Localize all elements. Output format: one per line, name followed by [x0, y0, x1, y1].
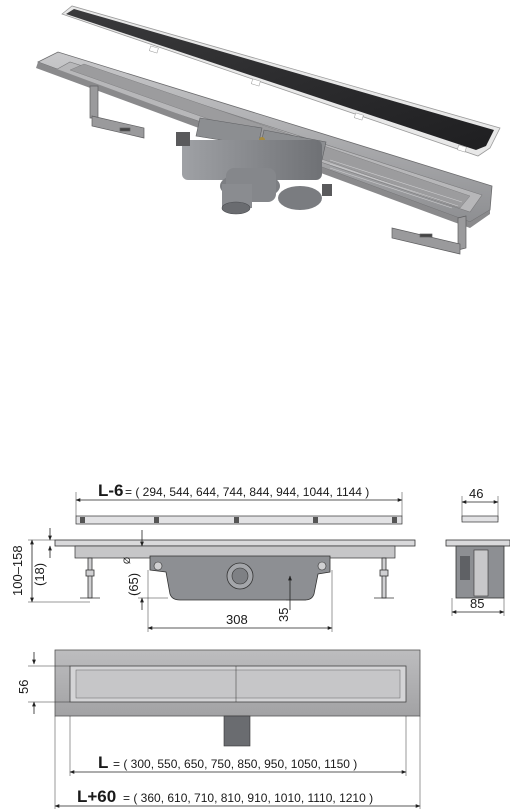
- outlet-plan: [223, 715, 251, 747]
- label-grate-width: 46: [469, 486, 483, 501]
- channel-image: [36, 51, 493, 228]
- dimension-labels: L-6 = ( 294, 544, 644, 744, 844, 944, 10…: [10, 481, 484, 806]
- label-outlet-spacing: 308: [226, 612, 248, 627]
- label-total-length: L+60: [77, 787, 116, 806]
- label-channel-width: 56: [16, 680, 31, 694]
- label-side-width: 85: [470, 596, 484, 611]
- legs-side: [80, 557, 394, 599]
- side-section-drawing: [28, 492, 416, 632]
- label-tiny: Ø: [122, 557, 132, 564]
- label-l-6: L-6: [98, 481, 124, 500]
- label-height-min: (18): [32, 563, 47, 586]
- bracket-left: [89, 85, 145, 139]
- siphon-image: [176, 132, 332, 215]
- label-length-values: = ( 300, 550, 650, 750, 850, 950, 1050, …: [113, 757, 357, 771]
- label-outlet-height: 35: [276, 608, 291, 622]
- plan-view-drawing: [28, 649, 421, 809]
- label-l-6-values: = ( 294, 544, 644, 744, 844, 944, 1044, …: [125, 485, 369, 499]
- bracket-right: [391, 215, 467, 255]
- label-height-range: 100–158: [10, 545, 25, 596]
- product-render: [36, 5, 501, 255]
- label-total-length-values: = ( 360, 610, 710, 810, 910, 1010, 1110,…: [123, 791, 373, 805]
- flange-side: [54, 539, 416, 547]
- label-inner-depth: (65): [126, 573, 141, 596]
- label-length: L: [98, 753, 108, 772]
- grate-image: [61, 5, 501, 157]
- end-view-drawing: [445, 496, 510, 616]
